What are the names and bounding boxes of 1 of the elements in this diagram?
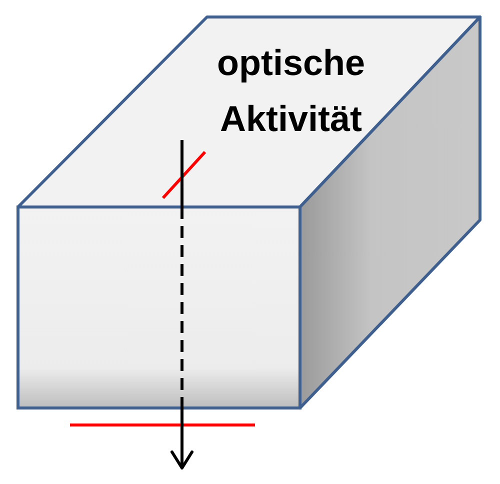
face-label: optische Aktivität	[216, 42, 366, 139]
